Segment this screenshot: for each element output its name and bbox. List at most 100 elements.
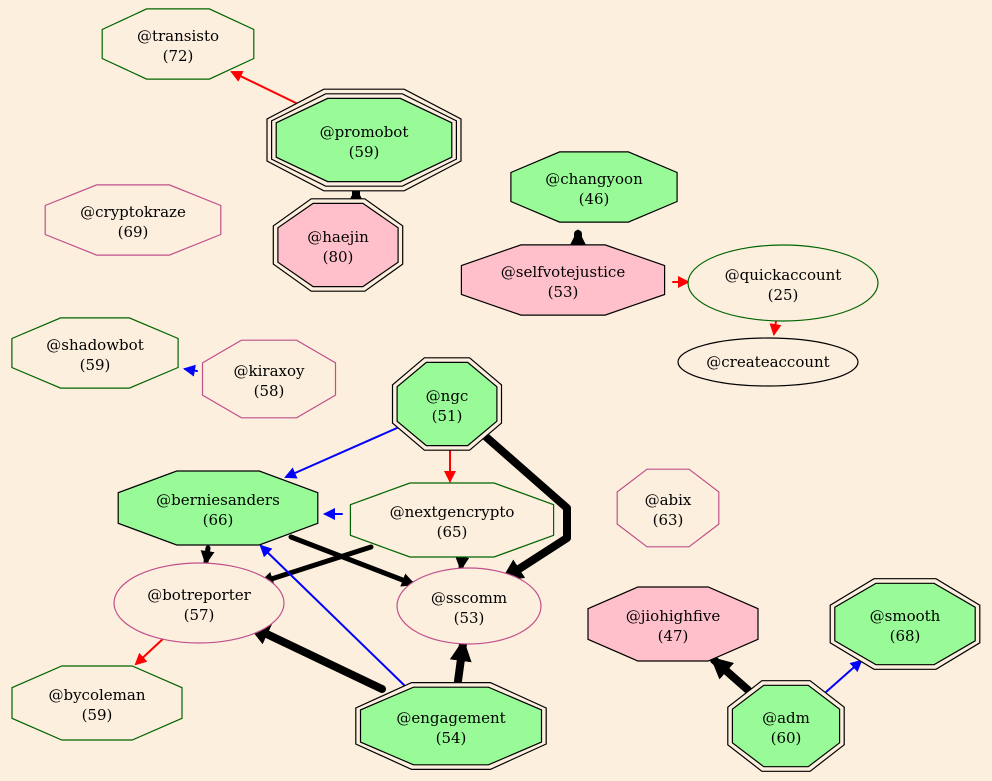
node-shape bbox=[731, 684, 841, 768]
edge-botreporter-to-bycoleman bbox=[134, 636, 166, 666]
node-name-label: @quickaccount bbox=[725, 266, 842, 284]
edge-kiraxoy-to-shadowbot bbox=[183, 364, 198, 377]
node-score-label: (65) bbox=[437, 523, 468, 541]
node-botreporter[interactable]: @botreporter (57) bbox=[113, 562, 285, 644]
node-abix[interactable]: @abix (63) bbox=[616, 468, 720, 548]
node-shadowbot[interactable]: @shadowbot (59) bbox=[11, 317, 179, 389]
edge-adm-to-smooth bbox=[825, 659, 863, 693]
node-shape bbox=[510, 151, 678, 223]
node-adm[interactable]: @adm (60) bbox=[727, 680, 845, 772]
node-name-label: @bycoleman bbox=[48, 686, 145, 704]
node-berniesanders[interactable]: @berniesanders (66) bbox=[117, 470, 319, 546]
node-name-label: @adm bbox=[762, 709, 810, 727]
edge-berniesanders-to-sscomm bbox=[288, 534, 416, 587]
node-shape bbox=[101, 8, 255, 80]
node-cryptokraze[interactable]: @cryptokraze (69) bbox=[44, 184, 222, 256]
node-quickaccount[interactable]: @quickaccount (25) bbox=[687, 244, 879, 322]
edge-adm-to-jiohighfive bbox=[710, 656, 752, 694]
node-score-label: (68) bbox=[890, 627, 921, 645]
node-kiraxoy[interactable]: @kiraxoy (58) bbox=[201, 339, 337, 419]
node-name-label: @promobot bbox=[320, 123, 409, 141]
node-shape bbox=[396, 567, 542, 645]
node-score-label: (69) bbox=[118, 223, 149, 241]
node-name-label: @botreporter bbox=[147, 586, 251, 604]
node-nextgencrypto[interactable]: @nextgencrypto (65) bbox=[349, 482, 555, 558]
edge-nextgencrypto-to-botreporter bbox=[259, 544, 374, 586]
node-score-label: (53) bbox=[454, 609, 485, 627]
edge-engagement-to-sscomm bbox=[449, 639, 472, 685]
node-ngc[interactable]: @ngc (51) bbox=[391, 357, 503, 451]
node-name-label: @createaccount bbox=[706, 353, 829, 371]
node-name-label: @changyoon bbox=[545, 170, 643, 188]
node-score-label: (58) bbox=[254, 382, 285, 400]
node-score-label: (46) bbox=[579, 190, 610, 208]
node-selfvotejustice[interactable]: @selfvotejustice(53) bbox=[460, 244, 666, 316]
node-shape bbox=[587, 586, 759, 662]
edge-promobot-to-transisto bbox=[230, 70, 299, 105]
node-score-label: (25) bbox=[768, 286, 799, 304]
node-jiohighfive[interactable]: @jiohighfive (47) bbox=[587, 586, 759, 662]
node-name-label: @jiohighfive bbox=[626, 607, 721, 625]
node-smooth[interactable]: @smooth (68) bbox=[829, 578, 981, 670]
node-score-label: (51) bbox=[432, 407, 463, 425]
node-bycoleman[interactable]: @bycoleman (59) bbox=[11, 665, 183, 741]
edge-engagement-to-botreporter bbox=[247, 623, 386, 693]
node-name-label: @cryptokraze bbox=[80, 203, 186, 221]
node-shape bbox=[275, 97, 453, 183]
node-shape bbox=[359, 686, 543, 766]
node-score-label: (63) bbox=[653, 511, 684, 529]
node-score-label: (57) bbox=[184, 606, 215, 624]
node-score-label: (72) bbox=[163, 47, 194, 65]
node-shape bbox=[113, 562, 285, 644]
node-name-label: @nextgencrypto bbox=[390, 503, 515, 521]
node-name-label: @sscomm bbox=[431, 589, 507, 607]
node-shape bbox=[201, 339, 337, 419]
node-name-label: @smooth bbox=[870, 607, 941, 625]
node-shape bbox=[616, 468, 720, 548]
nodes-layer: @transisto (72) @promobot (59) @cryptokraze (… bbox=[11, 8, 981, 772]
node-name-label: @transisto bbox=[137, 27, 219, 45]
edges-layer bbox=[134, 70, 863, 694]
node-score-label: (59) bbox=[80, 356, 111, 374]
node-score-label: (47) bbox=[658, 627, 689, 645]
edge-berniesanders-to-botreporter bbox=[200, 545, 215, 565]
node-score-label: (66) bbox=[203, 511, 234, 529]
node-changyoon[interactable]: @changyoon (46) bbox=[510, 151, 678, 223]
node-name-label: @haejin bbox=[307, 228, 369, 246]
edge-quickaccount-to-createaccount bbox=[769, 320, 782, 336]
node-name-label: @shadowbot bbox=[46, 336, 143, 354]
node-promobot[interactable]: @promobot (59) bbox=[266, 88, 462, 192]
node-shape bbox=[834, 582, 976, 666]
edge-ngc-to-berniesanders bbox=[284, 427, 398, 479]
node-score-label: (54) bbox=[436, 729, 467, 747]
node-shape bbox=[11, 665, 183, 741]
node-name-label: @abix bbox=[645, 491, 692, 509]
node-engagement[interactable]: @engagement (54) bbox=[355, 681, 547, 771]
node-name-label: @ngc bbox=[426, 387, 469, 405]
node-shape bbox=[460, 244, 666, 316]
node-name-label: @selfvotejustice bbox=[501, 263, 626, 281]
node-name-label: @kiraxoy bbox=[234, 362, 305, 380]
node-shape bbox=[687, 244, 879, 322]
node-createaccount[interactable]: @createaccount bbox=[677, 337, 859, 387]
node-shape bbox=[11, 317, 179, 389]
node-haejin[interactable]: @haejin (80) bbox=[272, 198, 404, 292]
node-sscomm[interactable]: @sscomm (53) bbox=[396, 567, 542, 645]
node-shape bbox=[396, 361, 498, 447]
node-shape bbox=[349, 482, 555, 558]
node-shape bbox=[277, 202, 399, 288]
node-shape bbox=[44, 184, 222, 256]
edge-ngc-to-sscomm bbox=[481, 432, 571, 582]
node-score-label: (59) bbox=[82, 706, 113, 724]
node-name-label: @engagement bbox=[396, 709, 505, 727]
node-name-label: @berniesanders bbox=[156, 491, 280, 509]
node-shape bbox=[117, 470, 319, 546]
node-transisto[interactable]: @transisto (72) bbox=[101, 8, 255, 80]
node-shape bbox=[677, 337, 859, 387]
node-score-label: (80) bbox=[323, 248, 354, 266]
edge-nextgencrypto-to-sscomm bbox=[455, 556, 470, 571]
node-score-label: (60) bbox=[771, 729, 802, 747]
edge-engagement-to-berniesanders bbox=[259, 544, 405, 686]
node-score-label: (59) bbox=[349, 143, 380, 161]
